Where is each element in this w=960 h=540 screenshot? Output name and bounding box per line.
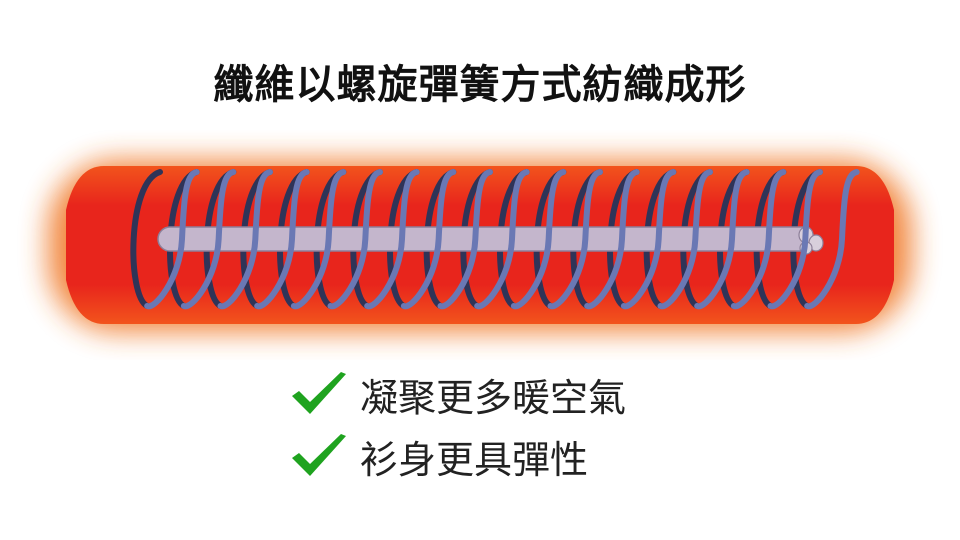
benefit-list: 凝聚更多暖空氣 衫身更具彈性	[288, 366, 708, 490]
spring-coil-front	[254, 169, 310, 310]
spring-coil-front	[730, 169, 787, 310]
benefit-item-elasticity: 衫身更具彈性	[288, 428, 708, 484]
spring-coil-front	[657, 169, 713, 310]
page-title: 纖維以螺旋彈簧方式紡織成形	[213, 62, 747, 108]
spring-coil-front	[437, 169, 493, 310]
benefit-item-warm-air: 凝聚更多暖空氣	[288, 366, 708, 422]
spring-coil-front	[620, 169, 677, 310]
spring-coil-front	[510, 169, 567, 310]
spring-coil-front	[584, 169, 640, 310]
spring-coil-back	[130, 169, 163, 309]
spring-coil-front	[474, 169, 530, 310]
spring-coil-front	[694, 169, 750, 310]
spring-coil-front	[327, 169, 383, 310]
check-icon	[292, 434, 346, 476]
spring-coil-front	[144, 169, 200, 310]
check-icon	[292, 372, 346, 414]
benefit-label: 衫身更具彈性	[360, 437, 589, 482]
spring-coil-front	[767, 169, 823, 310]
fiber-core	[157, 226, 824, 255]
spring-coil-front	[217, 169, 273, 310]
spring-coil-front	[290, 169, 347, 310]
spring-coil-front	[364, 169, 420, 310]
spring-coil-front	[180, 169, 237, 310]
spring-coil-front	[804, 169, 860, 310]
spring-fiber-diagram	[48, 160, 912, 332]
spring-coil-front	[400, 169, 457, 310]
benefit-label: 凝聚更多暖空氣	[360, 375, 627, 420]
spring-coil-front	[547, 169, 603, 310]
spring-front-strands	[144, 169, 860, 310]
